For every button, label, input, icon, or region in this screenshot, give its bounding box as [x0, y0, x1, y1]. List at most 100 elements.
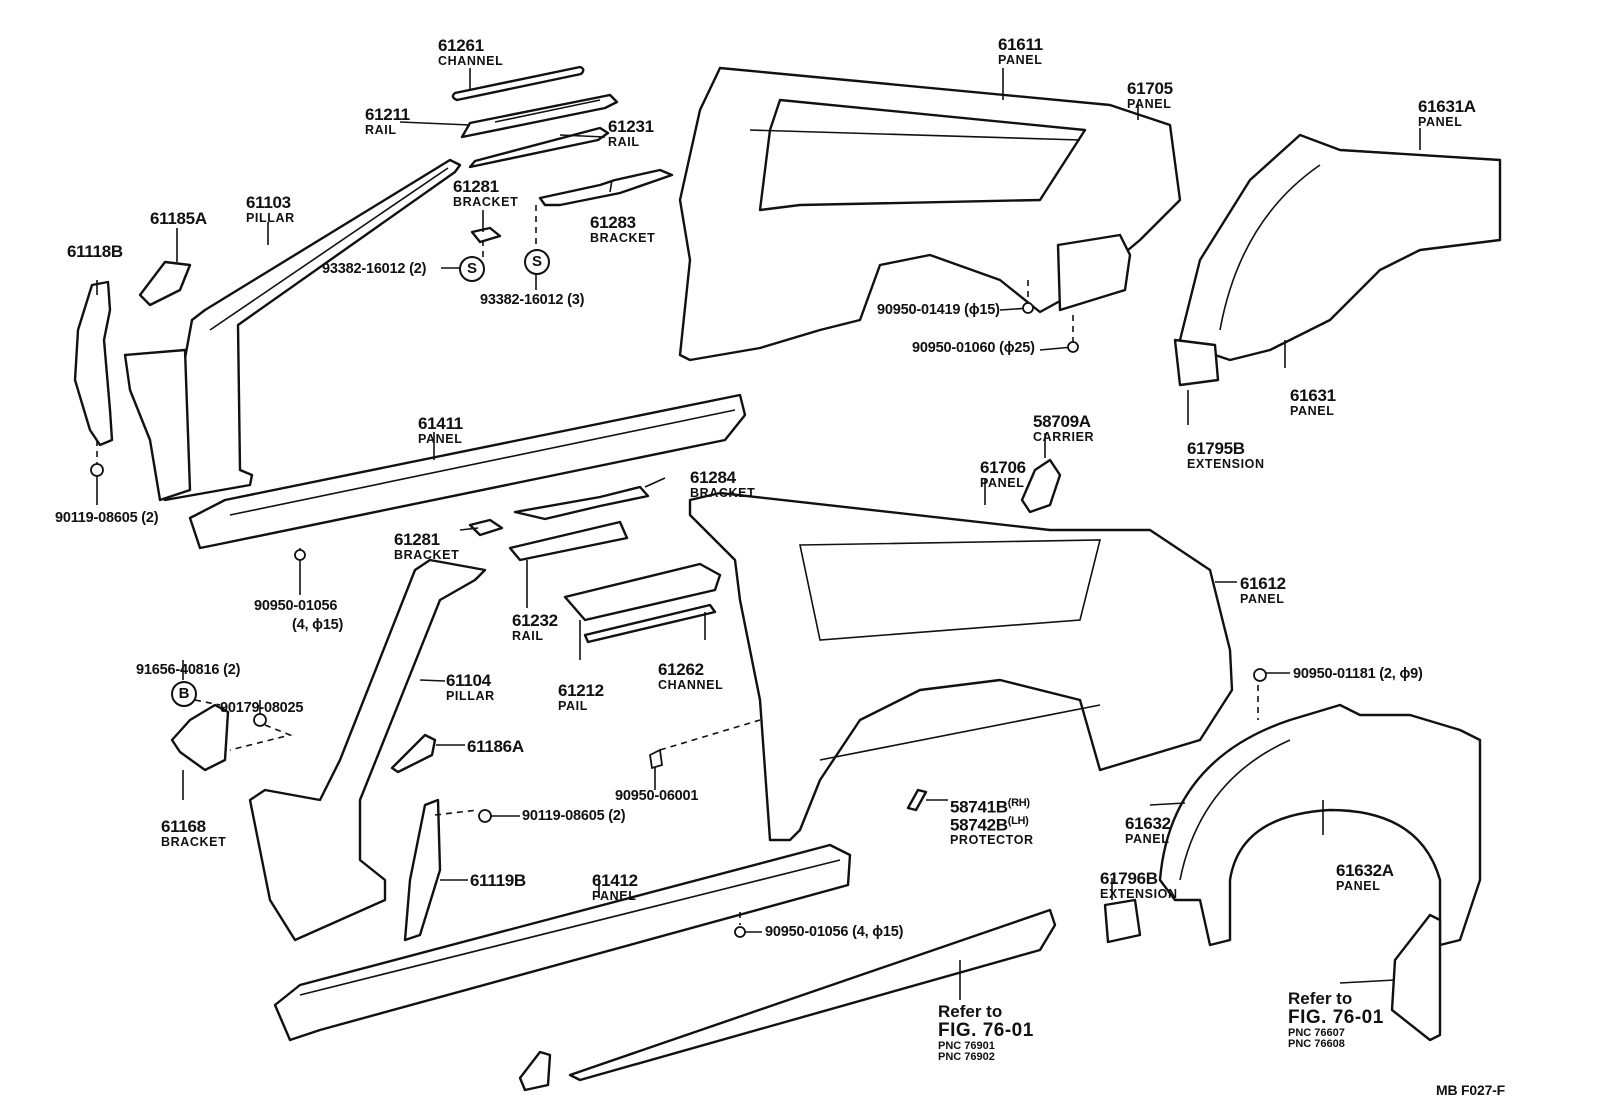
part-61119B-drawing [403, 798, 442, 942]
part-61705-panel-drawing [1056, 233, 1132, 312]
part-number: 61104 [446, 671, 491, 690]
part-61212-rail-drawing [563, 562, 722, 622]
part-label-61632: 61632 PANEL [1125, 815, 1171, 846]
part-name: PANEL [418, 432, 463, 446]
part-name: PANEL [1336, 879, 1381, 893]
part-number: 61212 [558, 681, 604, 700]
part-number: 61795B [1187, 439, 1245, 458]
part-number: 61168 [161, 817, 206, 836]
part-61232-rail-drawing [508, 520, 629, 562]
part-label-61232: 61232 RAIL [512, 612, 558, 643]
symbol-s-marker: S [459, 256, 485, 282]
part-number: 61185A [150, 209, 207, 228]
part-61611-panel-drawing [678, 66, 1182, 362]
part-name: CHANNEL [658, 678, 724, 692]
part-name: PANEL [592, 889, 637, 903]
part-61284-bracket-drawing [513, 485, 650, 521]
part-label-61262: 61262 CHANNEL [658, 661, 723, 692]
part-61281-bracket-drawing [470, 226, 502, 244]
part-label-protector: 58741B(RH) 58742B(LH) PROTECTOR [950, 798, 1034, 847]
reference-pnc: PNC 76607 [1288, 1026, 1345, 1039]
part-name: PANEL [980, 476, 1025, 490]
part-name: PILLAR [246, 211, 295, 225]
part-number: 61281 [453, 177, 499, 196]
part-name: PANEL [1290, 404, 1335, 418]
part-name: CARRIER [1033, 430, 1095, 444]
part-name: CHANNEL [438, 54, 504, 68]
reference-pnc: PNC 76608 [1288, 1038, 1345, 1051]
part-name: BRACKET [590, 231, 656, 245]
part-label-61104: 61104 PILLAR [446, 672, 495, 703]
part-61411-panel-drawing [188, 393, 747, 550]
part-61104-pillar-drawing [248, 558, 487, 942]
part-number: 61612 [1240, 574, 1286, 593]
part-name: RAIL [608, 135, 640, 149]
part-name: PILLAR [446, 689, 495, 703]
part-number-rh: 58741B(RH) [950, 797, 1030, 817]
protector-drawing [906, 788, 928, 812]
part-number: 61186A [467, 737, 524, 756]
part-number: 61706 [980, 458, 1026, 477]
part-label-58709A: 58709A CARRIER [1033, 413, 1094, 444]
part-name: PANEL [1418, 115, 1463, 129]
fastener-label: 90950-01181 (2, ϕ9) [1293, 666, 1423, 682]
reference-note-mudguard: Refer to FIG. 76-01 PNC 76607 PNC 76608 [1288, 990, 1384, 1051]
part-number: 58709A [1033, 412, 1091, 431]
part-number: 61119B [470, 871, 526, 890]
part-number: 61631A [1418, 97, 1476, 116]
part-number: 61103 [246, 193, 291, 212]
part-label-61261: 61261 CHANNEL [438, 37, 503, 68]
part-label-61412: 61412 PANEL [592, 872, 638, 903]
part-name: RAIL [512, 629, 544, 643]
part-number: 61611 [998, 35, 1043, 54]
part-name: PANEL [1240, 592, 1285, 606]
part-58709A-carrier-drawing [1020, 458, 1062, 514]
part-label-61281-upper: 61281 BRACKET [453, 178, 518, 209]
part-61261-channel-drawing [451, 65, 585, 102]
part-number: 61705 [1127, 79, 1173, 98]
part-61118B-drawing [73, 280, 114, 447]
part-61185A-drawing [138, 260, 192, 307]
part-name: EXTENSION [1100, 887, 1178, 901]
part-61262-channel-drawing [583, 603, 717, 644]
part-label-61168: 61168 BRACKET [161, 818, 226, 849]
reference-line1: Refer to [1288, 989, 1353, 1008]
part-61796B-extension-drawing [1103, 898, 1142, 944]
fastener-label: 90950-01060 (ϕ25) [912, 340, 1035, 356]
reference-pnc: PNC 76902 [938, 1051, 995, 1064]
part-label-61706: 61706 PANEL [980, 459, 1026, 490]
fastener-label: 90119-08605 (2) [55, 510, 159, 526]
part-61631-wheelhouse-drawing [1173, 133, 1502, 387]
fastener-glyphs [90, 302, 1267, 938]
figure-code: MB F027-F [1436, 1082, 1505, 1098]
part-label-61631: 61631 PANEL [1290, 387, 1336, 418]
part-number: 61211 [365, 105, 410, 124]
part-label-61632A: 61632A PANEL [1336, 862, 1394, 893]
part-number: 61632A [1336, 861, 1394, 880]
part-61632-wheelhouse-drawing [1158, 703, 1482, 947]
part-number: 61796B [1100, 869, 1158, 888]
reference-note-sill-garnish: Refer to FIG. 76-01 PNC 76901 PNC 76902 [938, 1003, 1034, 1064]
part-label-61631A: 61631A PANEL [1418, 98, 1476, 129]
part-number: 61284 [690, 468, 736, 487]
part-label-61118B: 61118B [67, 243, 123, 260]
part-61168-bracket-drawing [170, 703, 230, 772]
fastener-label: (4, ϕ15) [292, 617, 344, 633]
part-61283-bracket-drawing [538, 168, 674, 207]
part-label-61284: 61284 BRACKET [690, 469, 755, 500]
fastener-label: 90950-01056 (4, ϕ15) [765, 924, 904, 940]
part-label-61796B: 61796B EXTENSION [1100, 870, 1178, 901]
part-label-61186A: 61186A [467, 738, 524, 755]
symbol-b-marker: B [171, 681, 197, 707]
part-61103-pillar-drawing [123, 158, 462, 502]
reference-figure: FIG. 76-01 [1288, 1006, 1384, 1028]
part-number: 61118B [67, 242, 123, 261]
part-name: PAIL [558, 699, 588, 713]
fastener-label: 90179-08025 [220, 700, 304, 716]
part-label-61119B: 61119B [470, 872, 526, 889]
mudguard-drawing [1390, 913, 1442, 1042]
part-61211-rail-drawing [460, 93, 619, 139]
part-label-61611: 61611 PANEL [998, 36, 1043, 67]
part-number: 61283 [590, 213, 636, 232]
part-label-61281-lower: 61281 BRACKET [394, 531, 459, 562]
